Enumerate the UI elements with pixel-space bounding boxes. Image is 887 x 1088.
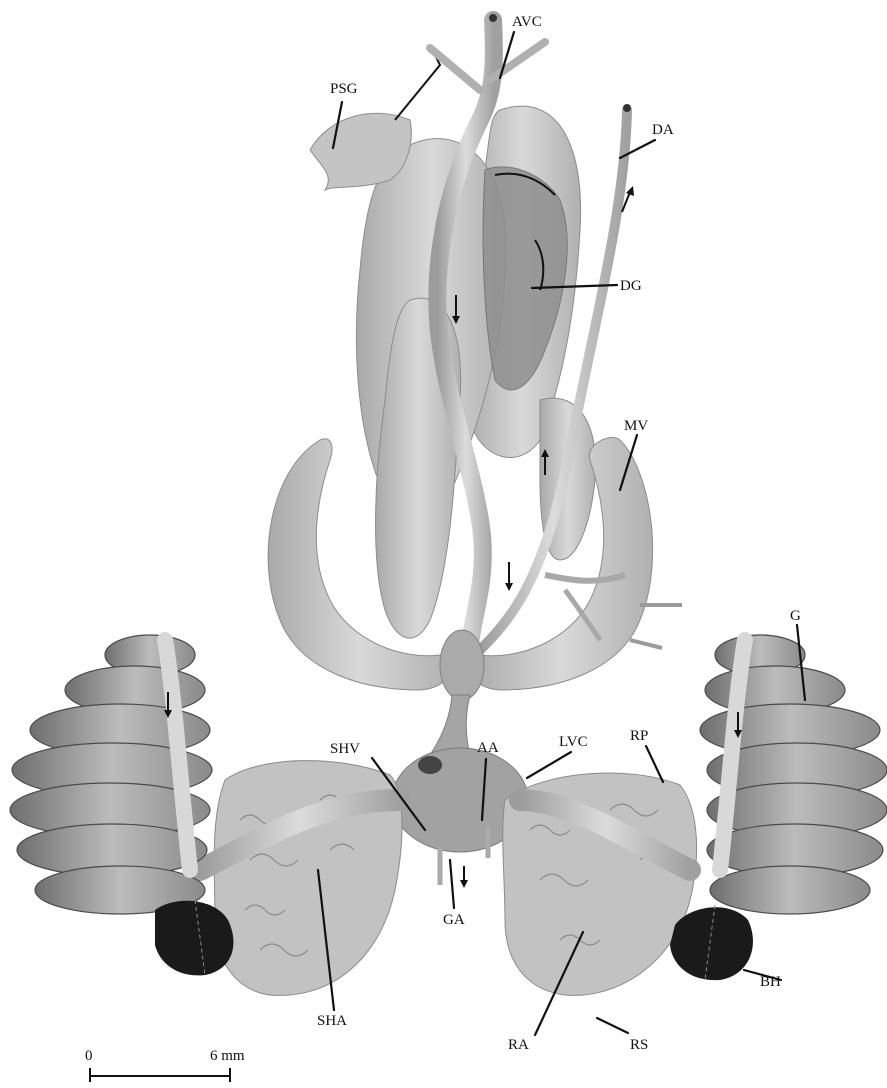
label-aa: AA <box>477 740 499 756</box>
label-psg: PSG <box>330 81 358 97</box>
gill-right <box>700 635 887 914</box>
label-avc: AVC <box>512 14 542 30</box>
label-mv: MV <box>624 418 648 434</box>
flow-arrow-icon <box>460 866 468 888</box>
scale-bar-start-label: 0 <box>85 1048 93 1064</box>
flow-arrow-icon <box>505 562 513 591</box>
scale-bar: 0 6 mm <box>85 1048 245 1082</box>
label-rs: RS <box>630 1037 648 1053</box>
label-g: G <box>790 608 801 624</box>
label-shv: SHV <box>330 741 360 757</box>
label-da: DA <box>652 122 674 138</box>
label-rp: RP <box>630 728 648 744</box>
label-ra: RA <box>508 1037 529 1053</box>
label-lvc: LVC <box>559 734 588 750</box>
label-ga: GA <box>443 912 465 928</box>
gill-left <box>10 635 212 914</box>
label-bh: BH <box>760 974 781 990</box>
scale-bar-end-label: 6 mm <box>210 1048 245 1064</box>
label-dg: DG <box>620 278 642 294</box>
label-sha: SHA <box>317 1013 347 1029</box>
